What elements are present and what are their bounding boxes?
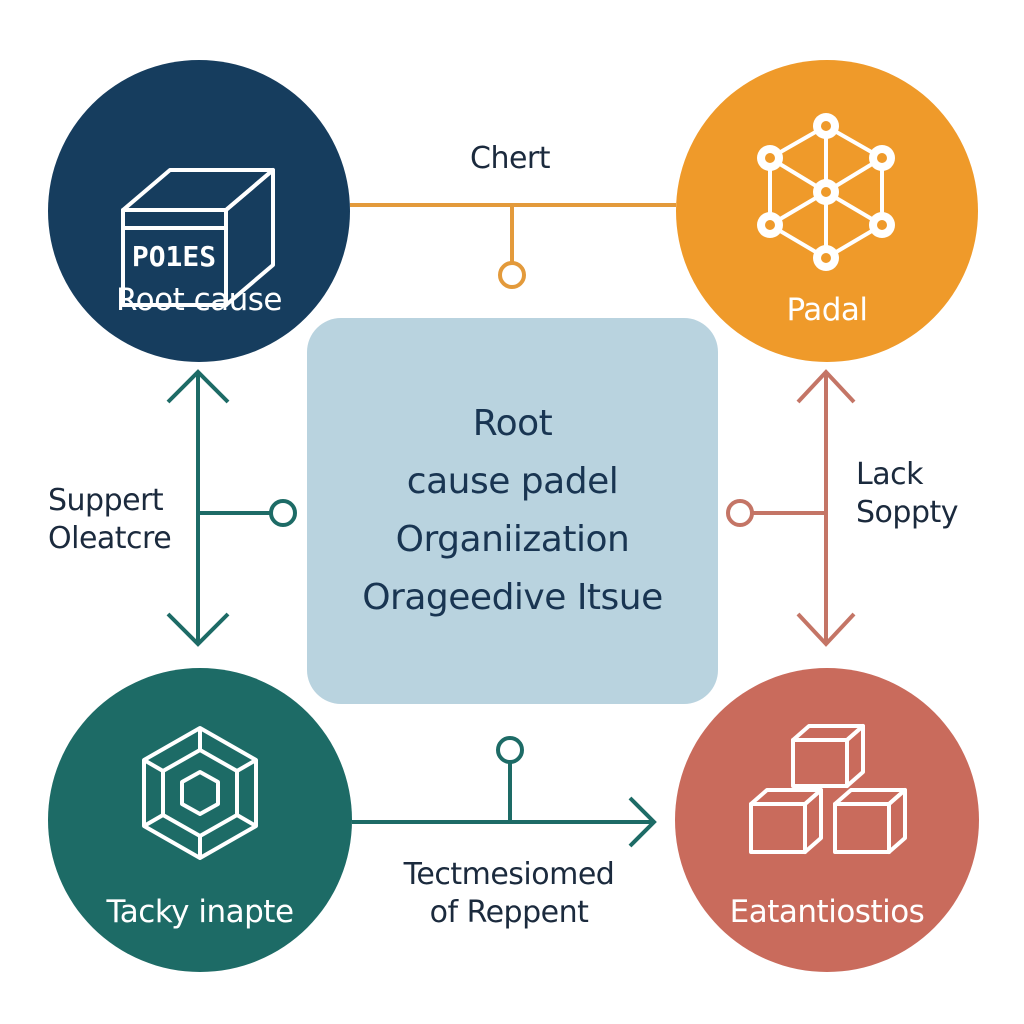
center-line-4: Orageedive Itsue: [362, 577, 663, 618]
node-label-padal: Padal: [786, 292, 868, 328]
center-line-2: cause padel: [406, 461, 619, 502]
right-connector: [726, 369, 856, 647]
center-line-1: Root: [472, 403, 553, 444]
edge-label-right-line-1: Lack: [856, 457, 923, 492]
edge-label-bottom-line-1: Tectmesiomed: [403, 857, 615, 892]
left-connector: [166, 369, 297, 647]
network-hexagon-icon: [757, 113, 895, 271]
node-tacky-inapte: Tacky inapte: [48, 668, 352, 972]
edge-label-bottom: Tectmesiomed of Reppent: [396, 856, 622, 932]
nested-hexagon-icon: [142, 726, 258, 860]
node-eatantiostios: Eatantiostios: [675, 668, 979, 972]
center-issue-box: Root cause padel Organiization Orageediv…: [307, 318, 718, 704]
bottom-connector: [352, 736, 657, 848]
edge-label-left-line-1: Suppert: [48, 483, 164, 518]
node-padal: Padal: [676, 60, 978, 362]
box-icon: PO1ES: [121, 168, 275, 307]
node-root-cause: PO1ES Root cause: [48, 60, 350, 362]
node-label-tacky-inapte: Tacky inapte: [106, 894, 294, 930]
edge-label-top: Chert: [470, 141, 551, 176]
edge-label-right-line-2: Soppty: [856, 495, 959, 530]
cubes-stack-icon: [749, 724, 907, 854]
top-connector: [350, 203, 676, 289]
edge-label-bottom-line-2: of Reppent: [429, 895, 589, 930]
box-icon-text: PO1ES: [132, 240, 216, 273]
node-label-eatantiostios: Eatantiostios: [729, 894, 925, 930]
edge-label-right: Lack Soppty: [856, 456, 959, 532]
center-line-3: Organiization: [395, 519, 630, 560]
node-label-root-cause: Root cause: [116, 282, 283, 318]
edge-label-left-line-2: Oleatcre: [48, 521, 172, 556]
edge-label-left: Suppert Oleatcre: [48, 482, 172, 558]
